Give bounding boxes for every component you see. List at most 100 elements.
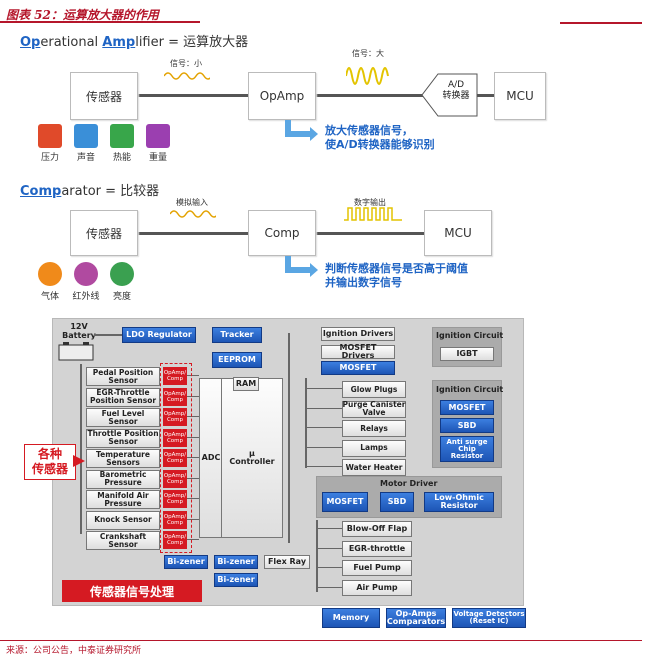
mid-link-0 <box>305 388 342 389</box>
arrow-icon <box>285 120 318 141</box>
mid-link-4 <box>305 466 342 467</box>
pressure-label: 压力 <box>40 153 59 163</box>
weight-label: 重量 <box>148 153 167 163</box>
sensor-link-7 <box>187 518 199 520</box>
opamps-comparators: Op-Amps Comparators <box>386 608 446 628</box>
signal-small-label: 信号：小 <box>170 59 202 68</box>
sensor-link-6 <box>187 498 199 499</box>
gas-label: 气体 <box>40 292 59 302</box>
bottom-output-0: Blow-Off Flap <box>342 521 412 537</box>
sensor-1: EGR-Throttle Position Sensor <box>86 387 160 407</box>
opamp-comp-2: OpAmp/ Comp <box>163 408 187 426</box>
gas-icon <box>38 262 62 286</box>
ignition-circuit-2-title: Ignition Circuit <box>436 385 504 394</box>
bottom-link-0 <box>316 528 342 529</box>
ignition-drivers: Ignition Drivers <box>321 327 395 341</box>
igbt: IGBT <box>440 347 494 361</box>
opamp-comp-8: OpAmp/ Comp <box>163 531 187 549</box>
mid-output-2: Relays <box>342 420 406 437</box>
bi-zener-3: Bi-zener <box>214 573 258 587</box>
opamp-comp-0: OpAmp/ Comp <box>163 367 187 385</box>
mid-link-2 <box>305 427 342 428</box>
mid-link-1 <box>305 407 342 409</box>
opamp-comp-4: OpAmp/ Comp <box>163 449 187 467</box>
header-rule <box>560 22 642 24</box>
heat-label: 热能 <box>112 153 131 163</box>
sensor-link-0 <box>187 375 199 376</box>
controller-block: μ Controller <box>221 378 283 538</box>
bi-zener-1: Bi-zener <box>164 555 208 569</box>
digital-wave-icon <box>344 207 402 221</box>
bottom-output-3: Air Pump <box>342 579 412 596</box>
bottom-output-2: Fuel Pump <box>342 560 412 576</box>
battery-icon <box>58 342 94 361</box>
sensor-tag: 各种 传感器 <box>24 444 76 480</box>
comparator-note: 判断传感器信号是否高于阈值 并输出数字信号 <box>325 262 468 289</box>
bottom-link-3 <box>316 586 342 588</box>
opamp-comp-3: OpAmp/ Comp <box>163 428 187 447</box>
opamp-comp-5: OpAmp/ Comp <box>163 469 187 488</box>
title-underline <box>0 21 200 23</box>
ign2-mosfet: MOSFET <box>440 400 494 415</box>
sensor-2: Fuel Level Sensor <box>86 408 160 427</box>
sensor-3: Throttle Position Sensor <box>86 428 160 448</box>
opamp-comp-group <box>160 363 192 553</box>
ram-block: RAM <box>233 377 259 391</box>
small-wave-icon <box>164 72 210 80</box>
output-bus-3 <box>316 520 318 592</box>
sensor-link-5 <box>187 477 199 479</box>
motor-mosfet: MOSFET <box>322 492 368 512</box>
eeprom: EEPROM <box>212 352 262 368</box>
motor-resistor: Low-Ohmic Resistor <box>424 492 494 512</box>
sound-icon <box>74 124 98 148</box>
sensor-7: Knock Sensor <box>86 510 160 530</box>
sensor-6: Manifold Air Pressure <box>86 490 160 509</box>
memory: Memory <box>322 608 380 628</box>
brightness-icon <box>110 262 134 286</box>
mcu-box: MCU <box>494 72 546 120</box>
mid-output-1: Purge Canister Valve <box>342 400 406 418</box>
mid-link-3 <box>305 446 342 448</box>
analog-wave-icon <box>170 210 216 218</box>
motor-driver-title: Motor Driver <box>380 479 438 488</box>
flex-ray: Flex Ray <box>264 555 310 569</box>
sensor-link-8 <box>187 539 199 540</box>
weight-icon <box>146 124 170 148</box>
sensor-8: Crankshaft Sensor <box>86 531 160 550</box>
opamp-section-title: Operational Amplifier = 运算放大器 <box>20 35 249 50</box>
ignition-circuit-1-title: Ignition Circuit <box>436 331 504 340</box>
pressure-icon <box>38 124 62 148</box>
sensor-5: Barometric Pressure <box>86 469 160 489</box>
opamp-comp-6: OpAmp/ Comp <box>163 490 187 508</box>
comp-box: Comp <box>248 210 316 256</box>
adc-label: A/D 转换器 <box>442 80 470 101</box>
uv-label: 红外线 <box>72 292 100 302</box>
processing-tag: 传感器信号处理 <box>62 580 202 602</box>
battery-label: 12V Battery <box>62 322 96 340</box>
bottom-link-1 <box>316 547 342 549</box>
sensor-link-2 <box>187 416 199 417</box>
sensor-link-3 <box>187 436 199 438</box>
big-wave-icon <box>346 67 389 85</box>
motor-sbd: SBD <box>380 492 414 512</box>
comparator-section-title: Comparator = 比较器 <box>20 184 160 199</box>
adc-block: ADC <box>199 378 223 538</box>
bottom-link-2 <box>316 567 342 568</box>
mid-output-0: Glow Plugs <box>342 381 406 398</box>
ign2-sbd: SBD <box>440 418 494 433</box>
tag-arrow-icon <box>73 455 85 467</box>
sensor-link-4 <box>187 457 199 458</box>
sensor-link-1 <box>187 395 199 397</box>
ldo-regulator: LDO Regulator <box>122 327 196 343</box>
signal-big-label: 信号：大 <box>352 49 384 58</box>
uv-icon <box>74 262 98 286</box>
mid-output-3: Lamps <box>342 439 406 457</box>
comp-mcu-box: MCU <box>424 210 492 256</box>
ign2-anti-surge: Anti surge Chip Resistor <box>440 436 494 462</box>
opamp-note: 放大传感器信号， 使A/D转换器能够识别 <box>325 124 435 151</box>
sensor-0: Pedal Position Sensor <box>86 367 160 386</box>
battery-wire <box>94 334 122 336</box>
sensor-4: Temperature Sensors <box>86 449 160 468</box>
brightness-label: 亮度 <box>112 292 131 302</box>
tracker: Tracker <box>212 327 262 343</box>
